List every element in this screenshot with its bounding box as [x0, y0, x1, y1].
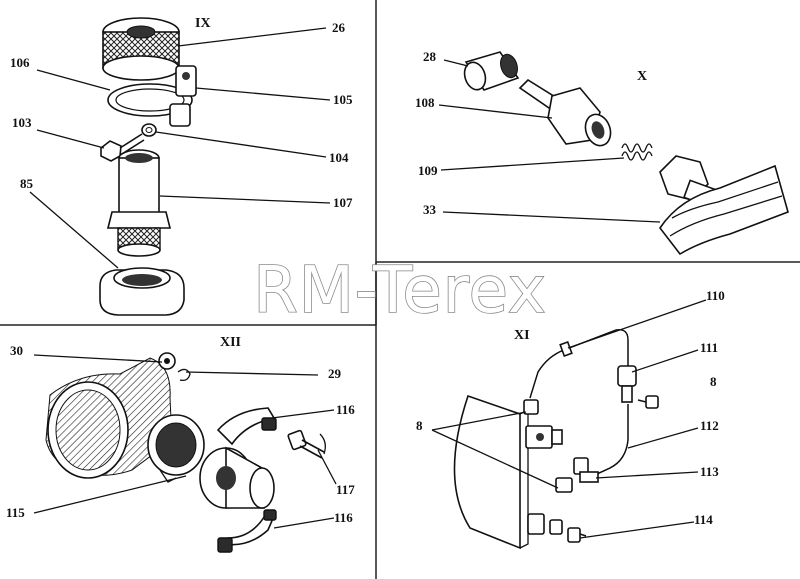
part-8-fittings-left: [523, 399, 573, 535]
callout-33: 33: [423, 202, 437, 217]
part-114-plug: [567, 527, 587, 543]
part-116-clamp-half-upper: [216, 407, 277, 446]
callout-8-left: 8: [416, 418, 423, 433]
callout-112: 112: [700, 418, 719, 433]
part-109-spring: [621, 143, 653, 161]
callout-104: 104: [329, 150, 349, 165]
part-111-tee-fitting: [617, 365, 637, 403]
callout-111: 111: [700, 340, 718, 355]
callout-117: 117: [336, 482, 355, 497]
callout-116-upper: 116: [336, 402, 355, 417]
part-104-washer: [141, 123, 157, 137]
part-33-nozzle: [659, 155, 789, 256]
part-110-pipe: [529, 329, 629, 399]
section-xii: XII: [6, 335, 355, 553]
section-xi: XI: [416, 288, 725, 550]
callout-85: 85: [20, 176, 34, 191]
part-26-knurled-nut: [102, 17, 180, 81]
part-113-fitting: [573, 457, 599, 483]
section-title-ix: IX: [195, 16, 211, 31]
section-title-xi: XI: [514, 328, 530, 343]
callout-29: 29: [328, 366, 342, 381]
callout-30: 30: [10, 343, 23, 358]
part-28-sleeve: [463, 51, 520, 91]
callout-108: 108: [415, 95, 435, 110]
callout-115: 115: [6, 505, 25, 520]
callout-105: 105: [333, 92, 353, 107]
part-flange-tube: [199, 446, 275, 509]
part-105-clamp-nut: [175, 65, 197, 97]
part-112-pipe: [583, 404, 629, 481]
section-title-xii: XII: [220, 335, 241, 350]
callout-107: 107: [333, 195, 353, 210]
callout-28: 28: [423, 49, 437, 64]
section-title-x: X: [637, 69, 647, 84]
callout-109: 109: [418, 163, 438, 178]
callout-113: 113: [700, 464, 719, 479]
callout-116-lower: 116: [334, 510, 353, 525]
part-106-clamp-band: [107, 83, 193, 127]
part-117-bolt: [287, 429, 326, 459]
part-85-gasket-pad: [99, 267, 185, 316]
callout-110: 110: [706, 288, 725, 303]
part-116-clamp-half-lower: [217, 509, 277, 553]
callout-114: 114: [694, 512, 713, 527]
watermark-text: RM-Terex: [253, 254, 547, 328]
callout-26: 26: [332, 20, 346, 35]
callout-103: 103: [12, 115, 32, 130]
section-ix: IX: [10, 16, 353, 316]
mounting-panel: [453, 394, 529, 550]
part-107-threaded-fitting: [106, 149, 172, 257]
part-108-fitting: [518, 78, 612, 147]
callout-8-right: 8: [710, 374, 717, 389]
part-115-elbow-body: [45, 357, 205, 483]
section-x: X 28 108: [415, 49, 789, 256]
callout-106: 106: [10, 55, 30, 70]
part-8-fitting-right: [637, 395, 659, 409]
part-29-clip: [177, 368, 191, 382]
part-30-washer: [158, 352, 176, 370]
